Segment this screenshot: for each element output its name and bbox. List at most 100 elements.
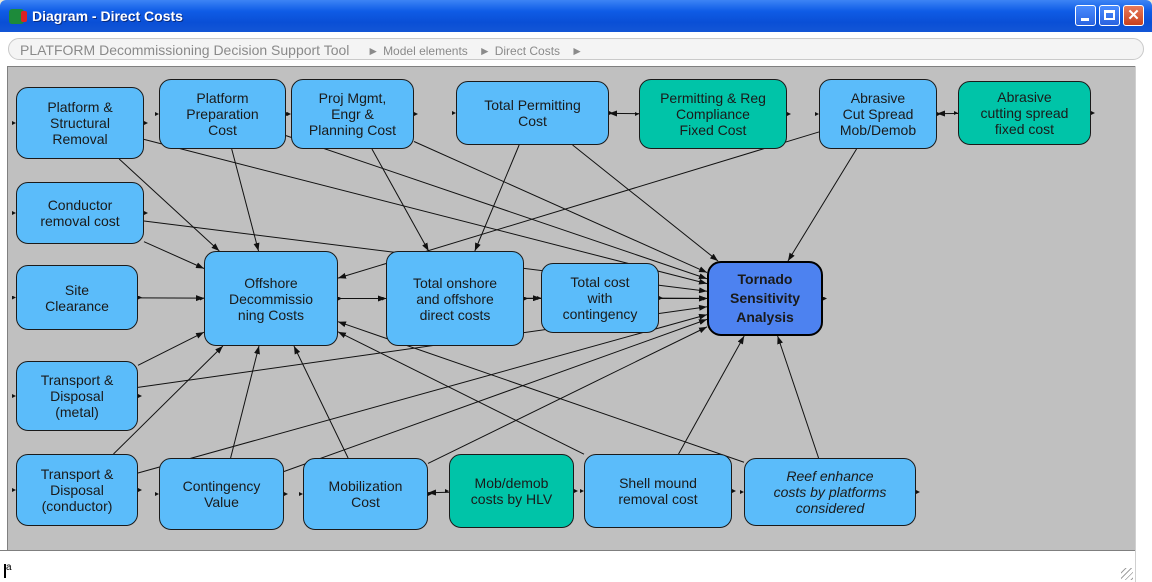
node-transport-disposal-metal[interactable]: Transport & Disposal (metal) [16,361,138,431]
resize-grip-icon[interactable] [1121,568,1133,580]
node-abrasive-fixed-cost[interactable]: Abrasive cutting spread fixed cost [958,81,1091,145]
breadcrumb: PLATFORM Decommissioning Decision Suppor… [20,42,583,58]
output-port-icon [787,112,791,116]
arrow-platform-structural-removal-to-offshore-decommissioning [118,158,220,252]
breadcrumb-separator: ► [478,44,491,58]
arrow-contingency-value-to-offshore-decommissioning [230,345,260,459]
output-port-icon [1091,111,1095,115]
input-port-icon [12,121,16,125]
node-offshore-decommissioning[interactable]: Offshore Decommissio ning Costs [204,251,338,346]
vertical-scrollbar[interactable] [1135,66,1152,582]
arrow-contingency-value-to-tornado-sensitivity [283,318,708,472]
arrow-shell-mound-removal-to-tornado-sensitivity [678,335,745,455]
minimize-button[interactable] [1075,5,1096,26]
output-port-icon [524,296,528,301]
minimize-icon [1081,18,1089,21]
node-abrasive-cut-spread[interactable]: Abrasive Cut Spread Mob/Demob [819,79,937,149]
output-port-icon [138,394,142,398]
input-port-icon [12,488,16,492]
arrow-abrasive-cut-spread-to-tornado-sensitivity [787,148,857,262]
output-port-icon [937,112,941,116]
maximize-button[interactable] [1099,5,1120,26]
arrow-conductor-removal-cost-to-offshore-decommissioning [143,241,205,269]
node-shell-mound-removal[interactable]: Shell mound removal cost [584,454,732,528]
input-port-icon [537,296,541,300]
output-port-icon [284,492,288,496]
arrow-shell-mound-removal-to-offshore-decommissioning [337,331,585,455]
node-platform-preparation-cost[interactable]: Platform Preparation Cost [159,79,286,149]
input-port-icon [12,211,16,215]
input-port-icon [155,112,159,116]
arrow-proj-mgmt-engr-to-tornado-sensitivity [413,141,708,274]
output-port-icon [414,112,418,116]
node-proj-mgmt-engr[interactable]: Proj Mgmt, Engr & Planning Cost [291,79,414,149]
arrow-platform-structural-removal-to-tornado-sensitivity [143,138,708,285]
arrow-transport-disposal-conductor-to-offshore-decommissioning [113,345,224,455]
close-icon: ✕ [1127,7,1140,24]
arrow-mobilization-cost-to-tornado-sensitivity [427,326,708,464]
input-port-icon [954,111,958,115]
arrow-total-permitting-cost-to-total-onshore-offshore [474,144,520,252]
node-contingency-value[interactable]: Contingency Value [159,458,284,530]
node-mobilization-cost[interactable]: Mobilization Cost [303,458,428,530]
breadcrumb-model-elements[interactable]: Model elements [383,44,468,58]
breadcrumb-pill [8,38,1144,60]
input-port-icon [635,112,639,116]
node-permitting-reg-compliance[interactable]: Permitting & Reg Compliance Fixed Cost [639,79,787,149]
input-port-icon [580,489,584,493]
input-port-icon [287,112,291,116]
arrow-platform-preparation-cost-to-tornado-sensitivity [285,135,708,280]
output-port-icon [144,121,148,125]
node-conductor-removal-cost[interactable]: Conductor removal cost [16,182,144,244]
input-port-icon [200,296,204,301]
output-port-icon [138,295,142,300]
input-port-icon [703,296,707,301]
status-indicator: a [4,563,12,578]
breadcrumb-bar: PLATFORM Decommissioning Decision Suppor… [0,32,1152,66]
arrow-total-permitting-cost-to-tornado-sensitivity [572,144,719,262]
node-total-permitting-cost[interactable]: Total Permitting Cost [456,81,609,145]
input-port-icon [740,490,744,494]
output-port-icon [609,111,613,115]
window-title: Diagram - Direct Costs [32,8,183,24]
node-transport-disposal-conductor[interactable]: Transport & Disposal (conductor) [16,454,138,526]
input-port-icon [815,112,819,116]
node-site-clearance[interactable]: Site Clearance [16,265,138,330]
input-port-icon [12,394,16,398]
output-port-icon [732,489,736,493]
breadcrumb-direct-costs[interactable]: Direct Costs [494,44,561,58]
input-port-icon [155,492,159,496]
arrow-mobilization-cost-to-offshore-decommissioning [293,345,349,459]
breadcrumb-app-name: PLATFORM Decommissioning Decision Suppor… [20,42,350,58]
output-port-icon [138,488,142,492]
output-port-icon [338,296,342,301]
arrow-platform-preparation-cost-to-offshore-decommissioning [231,148,260,252]
title-bar[interactable]: Diagram - Direct Costs ✕ [0,0,1152,32]
input-port-icon [299,492,303,496]
node-total-cost-contingency[interactable]: Total cost with contingency [541,263,659,333]
output-port-icon [574,489,578,493]
status-bar [0,550,1135,582]
diagram-canvas[interactable]: Platform & Structural Removal Platform P… [7,66,1135,550]
node-platform-structural-removal[interactable]: Platform & Structural Removal [16,87,144,159]
arrow-reef-enhance-to-tornado-sensitivity [777,335,820,459]
node-total-onshore-offshore[interactable]: Total onshore and offshore direct costs [386,251,524,346]
breadcrumb-separator: ► [571,44,584,58]
breadcrumb-separator: ► [367,44,380,58]
output-port-icon [823,296,827,301]
node-tornado-sensitivity[interactable]: Tornado Sensitivity Analysis [707,261,823,336]
output-port-icon [144,211,148,215]
arrow-proj-mgmt-engr-to-total-onshore-offshore [371,148,430,252]
left-margin [0,66,7,550]
input-port-icon [452,111,456,115]
node-reef-enhance[interactable]: Reef enhance costs by platforms consider… [744,458,916,526]
input-port-icon [12,295,16,300]
output-port-icon [428,492,432,496]
output-port-icon [916,490,920,494]
arrow-transport-disposal-conductor-to-tornado-sensitivity [137,313,708,474]
input-port-icon [445,489,449,493]
close-button[interactable]: ✕ [1123,5,1144,26]
analytica-app-icon[interactable] [9,9,27,24]
node-mob-demob-hlv[interactable]: Mob/demob costs by HLV [449,454,574,528]
